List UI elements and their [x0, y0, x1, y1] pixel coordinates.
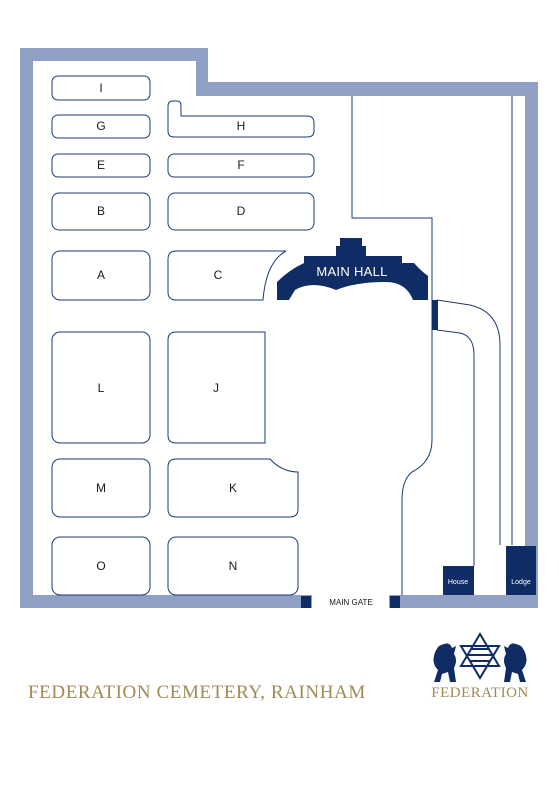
svg-text:E: E — [97, 158, 105, 172]
svg-text:A: A — [97, 268, 105, 282]
svg-text:B: B — [97, 204, 105, 218]
plot-H[interactable]: H — [167, 100, 315, 138]
plot-G[interactable]: G — [51, 114, 151, 139]
svg-text:MAIN HALL: MAIN HALL — [316, 264, 387, 279]
plot-A[interactable]: A — [51, 250, 151, 301]
svg-text:C: C — [214, 268, 223, 282]
plot-O[interactable]: O — [51, 536, 151, 596]
plot-E[interactable]: E — [51, 153, 151, 178]
svg-text:F: F — [237, 158, 244, 172]
svg-text:Lodge: Lodge — [511, 579, 531, 586]
main-gate[interactable]: MAIN GATE — [301, 595, 400, 608]
road-drive-inner — [436, 329, 475, 566]
svg-text:I: I — [99, 81, 102, 95]
lodge[interactable]: Lodge — [506, 546, 536, 595]
road-east-upper — [351, 96, 433, 330]
plot-D[interactable]: D — [167, 192, 315, 231]
plot-J[interactable]: J — [167, 331, 266, 444]
svg-text:MAIN GATE: MAIN GATE — [329, 598, 372, 607]
svg-text:J: J — [213, 381, 219, 395]
road-drive-outer — [436, 299, 501, 545]
plot-I[interactable]: I — [51, 75, 151, 101]
svg-text:D: D — [237, 204, 246, 218]
svg-text:H: H — [237, 119, 246, 133]
plot-C[interactable]: C — [167, 250, 287, 301]
federation-brand: FEDERATION — [431, 685, 529, 701]
main-hall[interactable]: MAIN HALL — [277, 238, 438, 330]
svg-text:M: M — [96, 481, 106, 495]
road-central-loop — [401, 330, 433, 595]
svg-text:G: G — [96, 119, 105, 133]
svg-text:House: House — [448, 579, 468, 586]
svg-text:L: L — [98, 381, 105, 395]
svg-text:N: N — [229, 559, 238, 573]
svg-text:O: O — [96, 559, 105, 573]
plot-B[interactable]: B — [51, 192, 151, 231]
plot-F[interactable]: F — [167, 153, 315, 178]
plot-K[interactable]: K — [167, 458, 299, 518]
plot-N[interactable]: N — [167, 536, 299, 596]
plot-L[interactable]: L — [51, 331, 151, 444]
cemetery-title: FEDERATION CEMETERY, RAINHAM — [28, 682, 366, 703]
house[interactable]: House — [443, 566, 474, 595]
plot-M[interactable]: M — [51, 458, 151, 518]
federation-lion-crest-icon — [433, 632, 527, 682]
svg-text:K: K — [229, 481, 237, 495]
